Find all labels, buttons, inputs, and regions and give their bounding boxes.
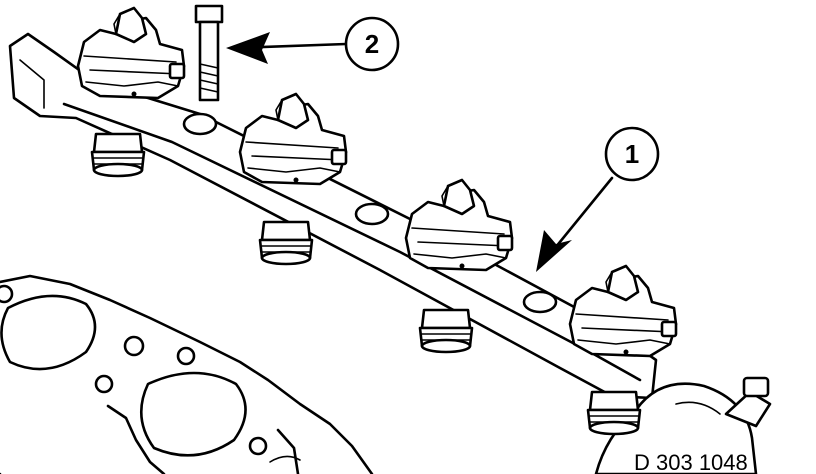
injector-connector-3: [404, 178, 514, 272]
pressure-regulator: [594, 376, 772, 474]
injector-body-2: [258, 220, 314, 266]
callout-2-circle: [344, 16, 400, 72]
injector-body-3: [418, 308, 474, 354]
callout-2-arrowhead: [226, 32, 270, 64]
intake-manifold-gasket: [0, 274, 374, 474]
injector-connector-4: [568, 264, 678, 358]
injector-connector-1: [76, 6, 186, 100]
callout-1-arrowhead: [536, 230, 572, 272]
callout-1: 1: [536, 126, 660, 272]
injector-body-1: [90, 132, 146, 178]
reference-code: D 303 1048: [634, 450, 748, 474]
callout-2: 2: [226, 16, 400, 72]
callout-1-label: 1: [625, 139, 639, 169]
injector-body-4: [586, 390, 642, 436]
injector-connector-2: [238, 92, 348, 186]
callout-1-circle: [604, 126, 660, 182]
callout-2-label: 2: [365, 29, 379, 59]
mounting-bolt: [194, 4, 224, 102]
